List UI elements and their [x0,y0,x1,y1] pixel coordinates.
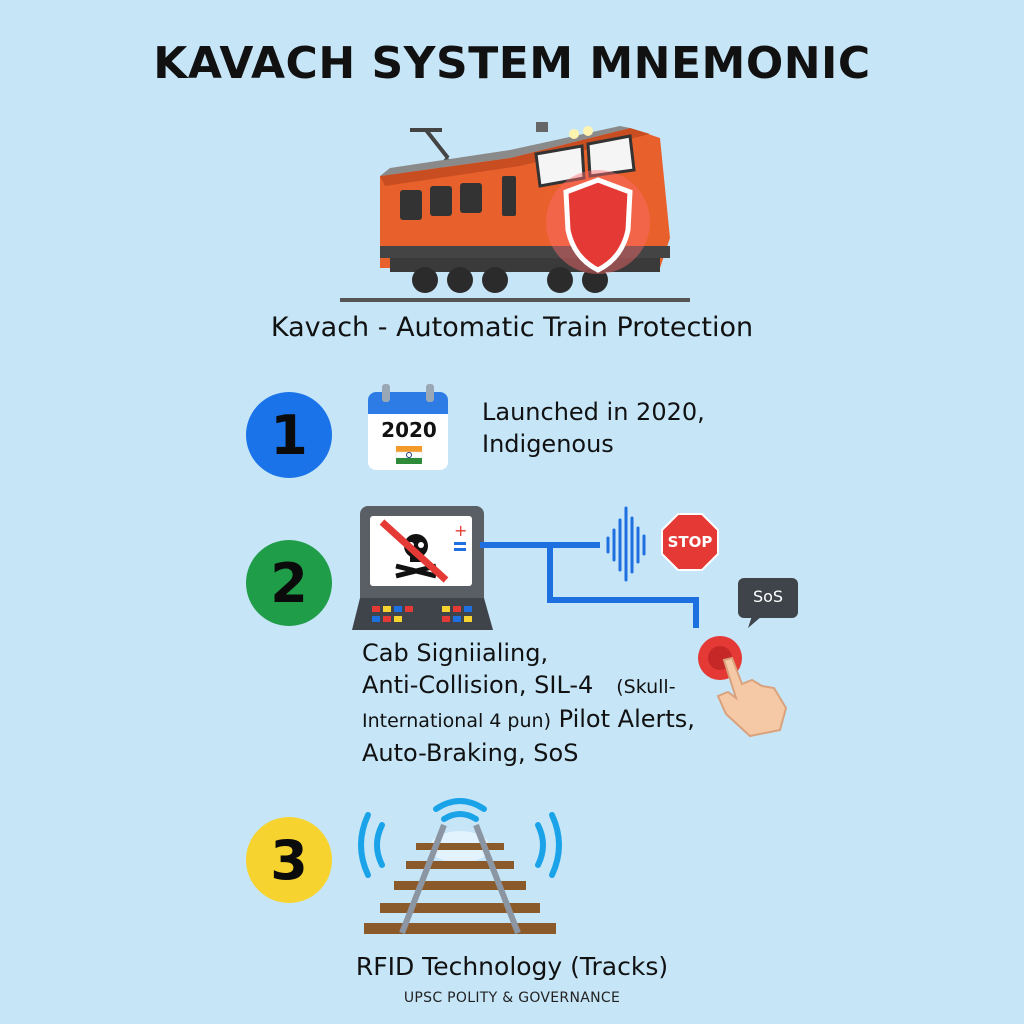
step-1-line-1: Launched in 2020, [482,398,705,426]
step-2-line-2-note: (Skull- [616,676,676,698]
step-2-text: Cab Signiialing, Anti-Collision, SIL-4 (… [362,637,695,769]
india-flag-icon [395,446,423,464]
step-2-line-3-note: International 4 pun) [362,710,551,732]
calendar-icon: 2020 [364,382,454,474]
step-1-badge: 1 [246,392,332,478]
step-2-badge: 2 [246,540,332,626]
step-3-text: RFID Technology (Tracks) [355,952,669,981]
alert-signal-diagram: STOP SoS [480,500,810,740]
step-2-line-3-main: Pilot Alerts, [558,705,695,733]
sound-wave-icon [606,506,646,582]
step-3-badge: 3 [246,817,332,903]
step-2-line-4: Auto-Braking, SoS [362,739,579,767]
step-1-text: Launched in 2020, Indigenous [482,396,705,460]
shield-icon [563,177,633,273]
train-icon [340,122,690,302]
step-2-line-3: International 4 pun) Pilot Alerts, [362,703,695,737]
svg-text:+: + [454,521,467,540]
stop-sign-icon [661,513,719,571]
console-icon: + [352,506,493,630]
rfid-signal-icon [358,798,562,878]
step-2-line-2: Anti-Collision, SIL-4 (Skull- [362,669,695,703]
footer-label: UPSC POLITY & GOVERNANCE [403,990,621,1006]
sos-bubble-icon [738,578,798,628]
stop-sign-label: STOP [667,533,713,551]
railway-track-icon [358,798,562,935]
step-1-line-2: Indigenous [482,430,614,458]
sos-bubble-label: SoS [752,587,784,606]
hand-pointer-icon [716,656,788,738]
step-2-line-1: Cab Signiialing, [362,639,549,667]
page-title: KAVACH SYSTEM MNEMONIC [153,38,871,89]
step-2-line-2-main: Anti-Collision, SIL-4 [362,671,594,699]
train-caption: Kavach - Automatic Train Protection [270,312,754,343]
calendar-year: 2020 [381,418,437,442]
